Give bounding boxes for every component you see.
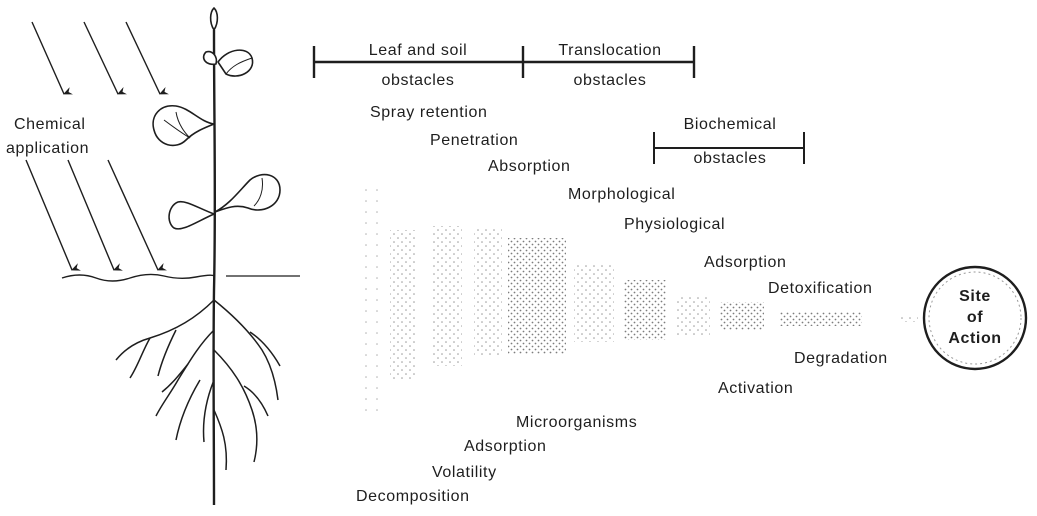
translocation-obstacles-line1: Translocation <box>530 42 690 60</box>
label-adsorption-upper: Adsorption <box>704 254 787 272</box>
plant-illustration <box>116 8 280 505</box>
label-spray-retention: Spray retention <box>370 104 488 122</box>
label-volatility: Volatility <box>432 464 497 482</box>
label-physiological: Physiological <box>624 216 725 234</box>
label-activation: Activation <box>718 380 793 398</box>
label-detoxification: Detoxification <box>768 280 872 298</box>
label-decomposition: Decomposition <box>356 488 470 506</box>
label-absorption: Absorption <box>488 158 571 176</box>
biochemical-obstacles-line1: Biochemical <box>660 116 800 134</box>
chemical-application-label-line1: Chemical <box>14 116 86 134</box>
site-of-action-line3: Action <box>935 330 1015 348</box>
label-penetration: Penetration <box>430 132 518 150</box>
leaf-soil-obstacles-line2: obstacles <box>340 72 496 90</box>
label-microorganisms: Microorganisms <box>516 414 637 432</box>
chemical-arrows-lower <box>26 160 158 270</box>
site-of-action-line2: of <box>935 309 1015 327</box>
label-degradation: Degradation <box>794 350 888 368</box>
leaf-soil-obstacles-line1: Leaf and soil <box>340 42 496 60</box>
label-morphological: Morphological <box>568 186 675 204</box>
chemical-application-label-line2: application <box>6 140 89 158</box>
label-adsorption-lower: Adsorption <box>464 438 547 456</box>
biochemical-obstacles-line2: obstacles <box>660 150 800 168</box>
site-of-action-line1: Site <box>935 288 1015 306</box>
translocation-obstacles-line2: obstacles <box>530 72 690 90</box>
chemical-arrows-upper <box>32 22 160 94</box>
soil-surface <box>62 274 214 281</box>
